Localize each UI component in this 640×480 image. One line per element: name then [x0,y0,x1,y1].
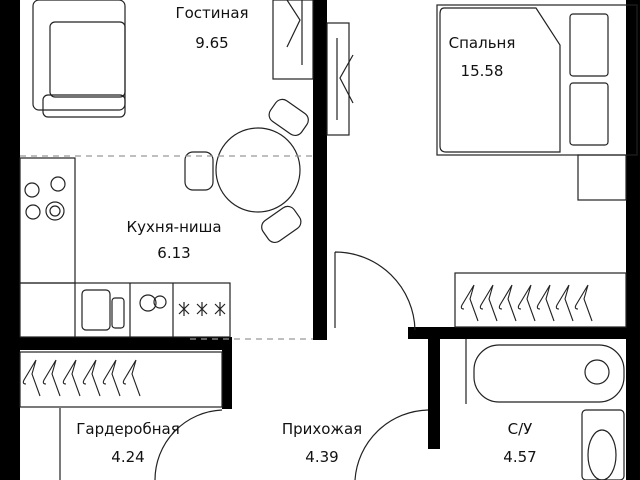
hanger-icon [62,359,81,397]
hanger-icon [536,284,555,322]
bath-door-swing [354,409,429,480]
hanger-icon [479,284,498,322]
bathtub [465,339,625,480]
hanger-icon [460,284,479,322]
hanger-icon [122,359,141,397]
room-label-hall: Прихожая 4.39 [282,420,362,466]
room-area: 4.57 [503,448,537,466]
hanger-icon [102,359,121,397]
wardrobe-door-swing [154,409,223,480]
dining-table [184,98,309,244]
room-label-wardrobe: Гардеробная 4.24 [76,420,179,466]
room-label-bathroom: С/У 4.57 [503,420,536,466]
room-area: 4.24 [111,448,145,466]
room-name: Спальня [448,34,516,52]
room-area: 15.58 [460,62,504,80]
hanger-icon [82,359,101,397]
room-name: Гардеробная [76,420,180,438]
room-area: 6.13 [157,244,191,262]
room-name: Кухня-ниша [126,218,222,236]
hanger-icon [42,359,61,397]
room-name: Гостиная [175,4,249,22]
wardrobe-living [272,0,314,80]
hanger-icon [574,284,593,322]
room-area: 4.39 [305,448,339,466]
hanger-icon [517,284,536,322]
closet-rail-wardrobe [19,351,223,408]
room-name: Прихожая [281,420,363,438]
wardrobe-bedroom [326,22,354,136]
hanger-icon [498,284,517,322]
room-area: 9.65 [195,34,229,52]
room-label-living: Гостиная 9.65 [175,4,248,52]
room-label-kitchen: Кухня-ниша 6.13 [126,218,221,262]
hanger-icon [555,284,574,322]
door-swing [334,251,416,331]
cooktop-stars-icon [178,302,226,316]
sofa [32,0,126,118]
bed [436,4,638,201]
room-label-bedroom: Спальня 15.58 [449,34,516,80]
closet-rail-bedroom [454,272,627,328]
hanger-icon [22,359,41,397]
kitchen-counter [19,157,231,338]
room-name: С/У [507,420,533,438]
